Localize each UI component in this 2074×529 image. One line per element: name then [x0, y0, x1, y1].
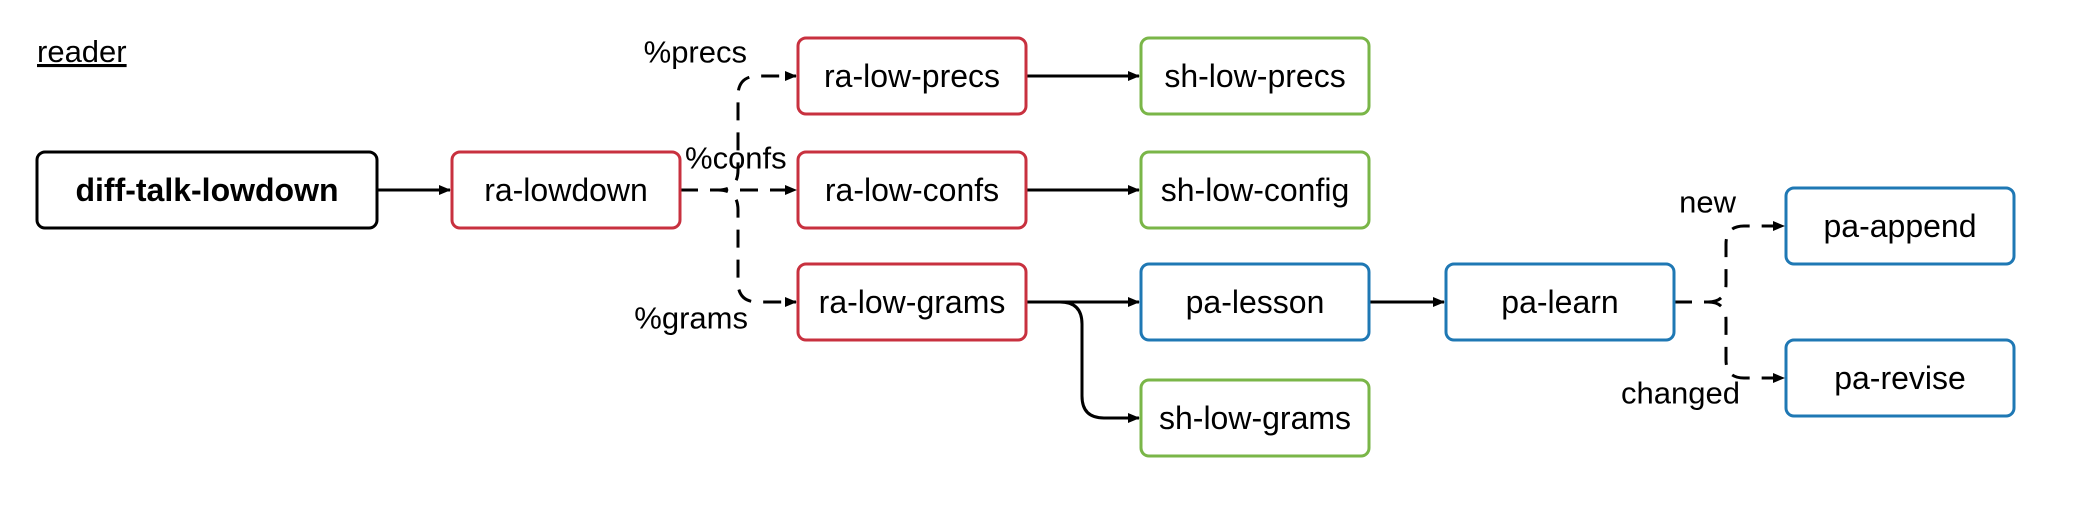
node-ra-low-precs: ra-low-precs	[796, 36, 1028, 116]
node-label: ra-low-precs	[824, 58, 1000, 94]
node-box	[796, 262, 1028, 342]
edge-label-ra-low-precs: %precs	[644, 35, 747, 70]
node-diff-talk-lowdown: diff-talk-lowdown	[35, 150, 379, 230]
edge-label-ra-low-grams: %grams	[634, 301, 748, 336]
node-box	[796, 36, 1028, 116]
node-label: sh-low-precs	[1164, 58, 1345, 94]
diagram-title: reader	[37, 34, 127, 69]
node-ra-low-confs: ra-low-confs	[796, 150, 1028, 230]
node-label: sh-low-grams	[1159, 400, 1351, 436]
node-label: pa-append	[1823, 208, 1976, 244]
node-sh-low-grams: sh-low-grams	[1139, 378, 1371, 458]
edge-ra-low-grams-to-sh-low-grams	[1026, 300, 1140, 423]
node-label: pa-learn	[1501, 284, 1618, 320]
node-pa-revise: pa-revise	[1784, 338, 2016, 418]
node-pa-lesson: pa-lesson	[1139, 262, 1371, 342]
node-box	[796, 150, 1028, 230]
edge-label-pa-append: new	[1679, 185, 1736, 220]
node-label: ra-lowdown	[484, 172, 648, 208]
node-box	[1139, 262, 1371, 342]
node-label: sh-low-config	[1161, 172, 1350, 208]
node-box	[450, 150, 682, 230]
node-box	[1784, 338, 2016, 418]
edge-pa-learn-to-pa-revise	[1674, 300, 1785, 383]
node-sh-low-precs: sh-low-precs	[1139, 36, 1371, 116]
node-box	[35, 150, 379, 230]
nodes-layer: diff-talk-lowdown ra-lowdown ra-low-precs r…	[35, 36, 2016, 458]
edge-labels-layer: %precs %confs %grams new changed	[634, 35, 1740, 411]
edge-label-ra-low-confs: %confs	[685, 141, 787, 176]
node-box	[1139, 150, 1371, 230]
edge-pa-learn-to-pa-append	[1674, 221, 1785, 304]
node-box	[1139, 378, 1371, 458]
node-box	[1139, 36, 1371, 116]
node-pa-learn: pa-learn	[1444, 262, 1676, 342]
node-ra-lowdown: ra-lowdown	[450, 150, 682, 230]
edge-label-pa-revise: changed	[1621, 376, 1740, 411]
node-label: pa-lesson	[1186, 284, 1325, 320]
node-label: pa-revise	[1834, 360, 1966, 396]
edges-layer	[377, 71, 1785, 423]
node-label: ra-low-grams	[819, 284, 1006, 320]
node-box	[1784, 186, 2016, 266]
node-ra-low-grams: ra-low-grams	[796, 262, 1028, 342]
node-pa-append: pa-append	[1784, 186, 2016, 266]
edge-ra-lowdown-to-ra-low-grams	[680, 188, 797, 307]
node-sh-low-config: sh-low-config	[1139, 150, 1371, 230]
node-label: diff-talk-lowdown	[75, 172, 338, 208]
node-label: ra-low-confs	[825, 172, 999, 208]
node-box	[1444, 262, 1676, 342]
